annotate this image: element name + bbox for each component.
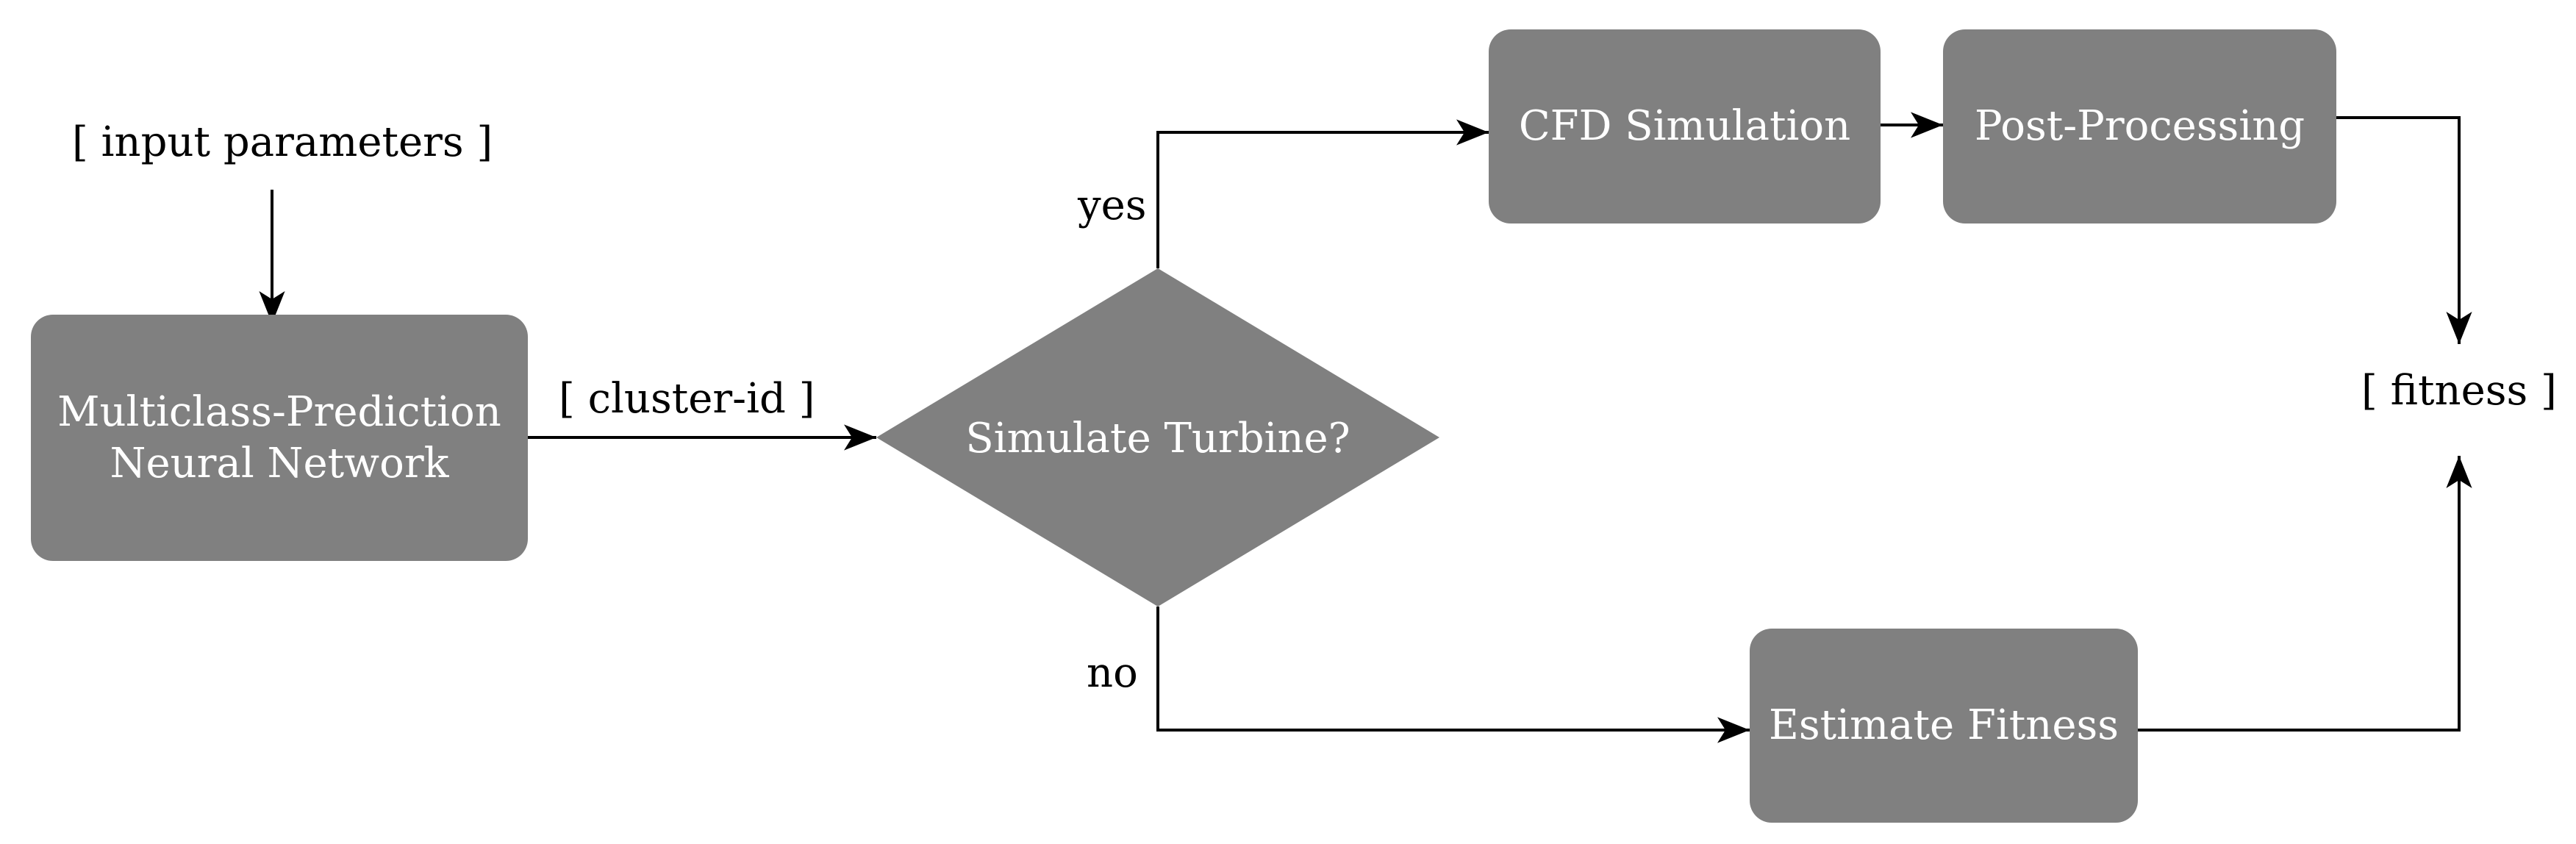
label-no: no [1087, 649, 1138, 697]
edge-decision-yes-to-cfd [1156, 119, 1489, 268]
edge-decision-no-to-estimate [1156, 607, 1750, 743]
label-cluster-id: [ cluster-id ] [559, 375, 815, 423]
node-decision-label: Simulate Turbine? [965, 415, 1350, 462]
node-neural-network-label: Multiclass-Prediction Neural Network [57, 387, 501, 487]
edge-estimate-to-fitness [2138, 456, 2472, 732]
decision-diamond [876, 268, 1439, 607]
node-cfd-simulation-label: CFD Simulation [1518, 102, 1851, 150]
node-estimate-fitness-label: Estimate Fitness [1769, 701, 2119, 749]
node-post-processing-label: Post-Processing [1974, 102, 2305, 150]
label-input-parameters: [ input parameters ] [72, 118, 493, 166]
edge-post-to-fitness [2336, 116, 2472, 344]
node-estimate-fitness: Estimate Fitness [1750, 629, 2138, 823]
label-yes: yes [1078, 182, 1147, 229]
label-fitness: [ fitness ] [2361, 367, 2557, 415]
node-neural-network: Multiclass-Prediction Neural Network [31, 315, 528, 561]
node-post-processing: Post-Processing [1943, 29, 2336, 223]
node-cfd-simulation: CFD Simulation [1489, 29, 1881, 223]
